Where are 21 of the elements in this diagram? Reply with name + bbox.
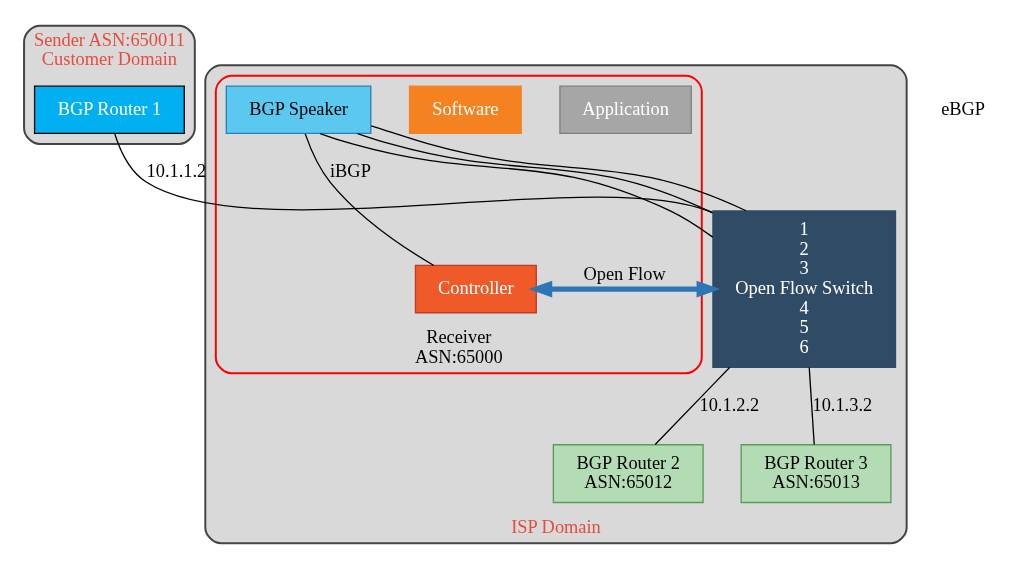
- node-box: 1 2 3 Open Flow Switch 4 5 6: [712, 210, 897, 368]
- node-box: BGP Speaker: [225, 85, 372, 135]
- connector: [654, 366, 731, 446]
- label: eBGP: [941, 98, 986, 119]
- connector: [370, 125, 747, 212]
- node-box: BGP Router 1: [33, 85, 185, 135]
- node-box: Controller: [414, 264, 537, 314]
- edge-label: Open Flow: [583, 264, 666, 285]
- arrow: [528, 280, 721, 298]
- connector: [808, 366, 815, 446]
- connector: [356, 132, 714, 214]
- connector: [304, 133, 435, 267]
- node-box: BGP Router 3 ASN:65013: [740, 444, 892, 504]
- edge-label: 10.1.3.2: [812, 394, 873, 415]
- connector: [114, 133, 714, 214]
- node-box: Software: [408, 85, 522, 135]
- connector: [319, 132, 714, 238]
- node-box: Application: [559, 85, 692, 135]
- edge-label: 10.1.2.2: [699, 394, 760, 415]
- edge-label: iBGP: [330, 161, 371, 182]
- node-box: BGP Router 2 ASN:65012: [552, 444, 704, 504]
